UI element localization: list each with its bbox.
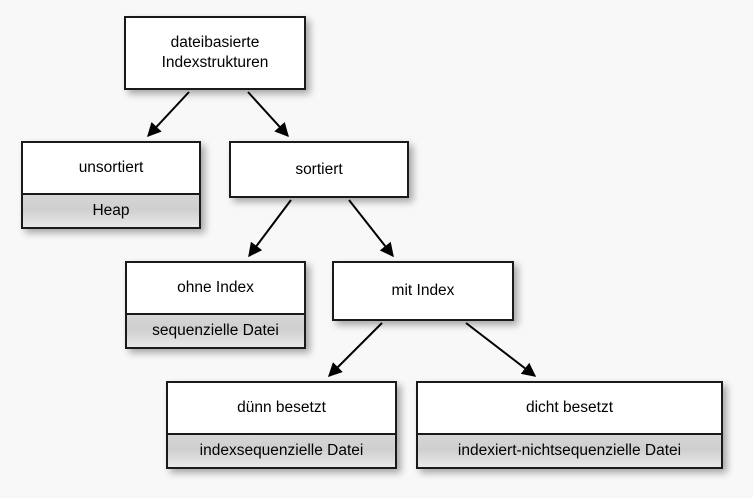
edge-root-to-unsortiert (147, 91, 190, 138)
node-title: dünn besetzt (168, 383, 395, 435)
node-title: unsortiert (23, 143, 199, 195)
node-subtitle: indexiert-nichtsequenzielle Datei (418, 435, 721, 467)
node-sortiert[interactable]: sortiert (229, 141, 409, 198)
node-subtitle: sequenzielle Datei (127, 315, 304, 347)
edge-mit-index-to-dicht-besetzt (465, 322, 537, 377)
node-title: ohne Index (127, 263, 304, 315)
node-title: sortiert (231, 143, 407, 196)
node-duenn-besetzt[interactable]: dünn besetzt indexsequenzielle Datei (166, 381, 397, 469)
node-subtitle: Heap (23, 195, 199, 227)
node-title: dicht besetzt (418, 383, 721, 435)
node-ohne-index[interactable]: ohne Index sequenzielle Datei (125, 261, 306, 349)
node-dateibasierte-indexstrukturen[interactable]: dateibasierte Indexstrukturen (124, 16, 306, 90)
node-subtitle: indexsequenzielle Datei (168, 435, 395, 467)
edge-mit-index-to-duenn-besetzt (328, 322, 383, 377)
node-title: mit Index (334, 263, 512, 319)
node-title: dateibasierte Indexstrukturen (126, 18, 304, 88)
node-mit-index[interactable]: mit Index (332, 261, 514, 321)
edge-root-to-sortiert (247, 91, 289, 138)
edge-sortiert-to-ohne-index (248, 199, 292, 258)
node-unsortiert[interactable]: unsortiert Heap (21, 141, 201, 229)
edge-sortiert-to-mit-index (348, 199, 394, 258)
node-dicht-besetzt[interactable]: dicht besetzt indexiert-nichtsequenziell… (416, 381, 723, 469)
